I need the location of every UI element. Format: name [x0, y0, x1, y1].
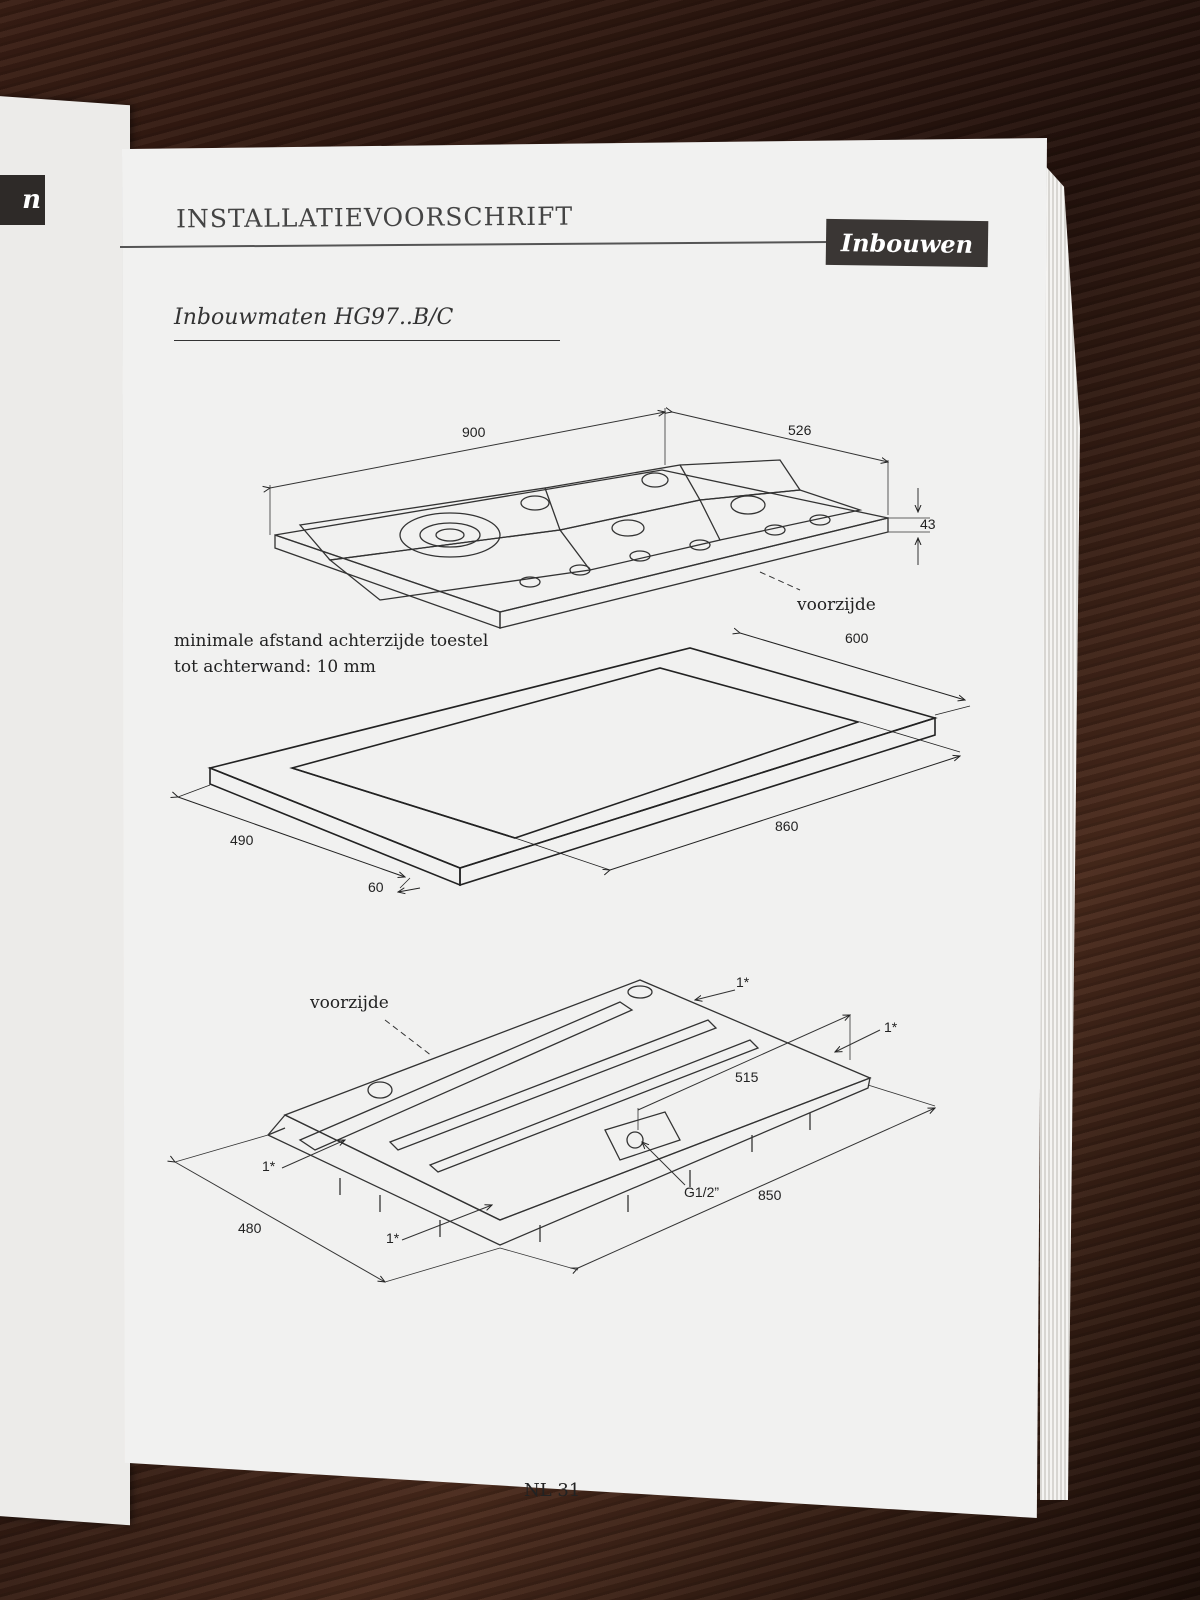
mark-left: 1*	[262, 1158, 276, 1174]
bottom-depth-dimension: 480	[238, 1220, 262, 1236]
mark-right: 1*	[884, 1019, 898, 1035]
rear-clearance-note: minimale afstand achterzijde toestel tot…	[174, 628, 488, 680]
page-number: NL 31	[524, 1480, 581, 1501]
cutout-depth-dimension: 490	[230, 832, 254, 848]
hob-bottom-drawing	[175, 979, 935, 1282]
hob-depth-dimension: 526	[788, 422, 812, 438]
gas-connection-depth-dimension: 515	[735, 1069, 759, 1085]
section-subtitle: Inbouwmaten HG97..B/C	[174, 305, 454, 330]
subtitle-underline	[174, 340, 560, 341]
rear-clearance-line-1: minimale afstand achterzijde toestel	[174, 631, 489, 651]
left-page-tab: n	[0, 175, 45, 225]
rear-clearance-line-2: tot achterwand: 10 mm	[174, 657, 376, 677]
bottom-width-dimension: 850	[758, 1187, 782, 1203]
gas-connection-label: G1/2”	[684, 1184, 720, 1200]
cutout-width-dimension: 860	[775, 818, 799, 834]
cutout-front-margin-dimension: 60	[368, 879, 384, 895]
cutout-drawing	[178, 633, 971, 892]
cutout-outer-depth-dimension: 600	[845, 630, 869, 646]
mark-bottom: 1*	[386, 1230, 400, 1246]
bottom-front-label: voorzijde	[310, 993, 389, 1013]
hob-top-drawing	[270, 408, 930, 629]
hob-front-label: voorzijde	[797, 595, 876, 615]
mark-top: 1*	[736, 974, 750, 990]
hob-height-dimension: 43	[920, 516, 936, 532]
hob-width-dimension: 900	[462, 424, 486, 440]
